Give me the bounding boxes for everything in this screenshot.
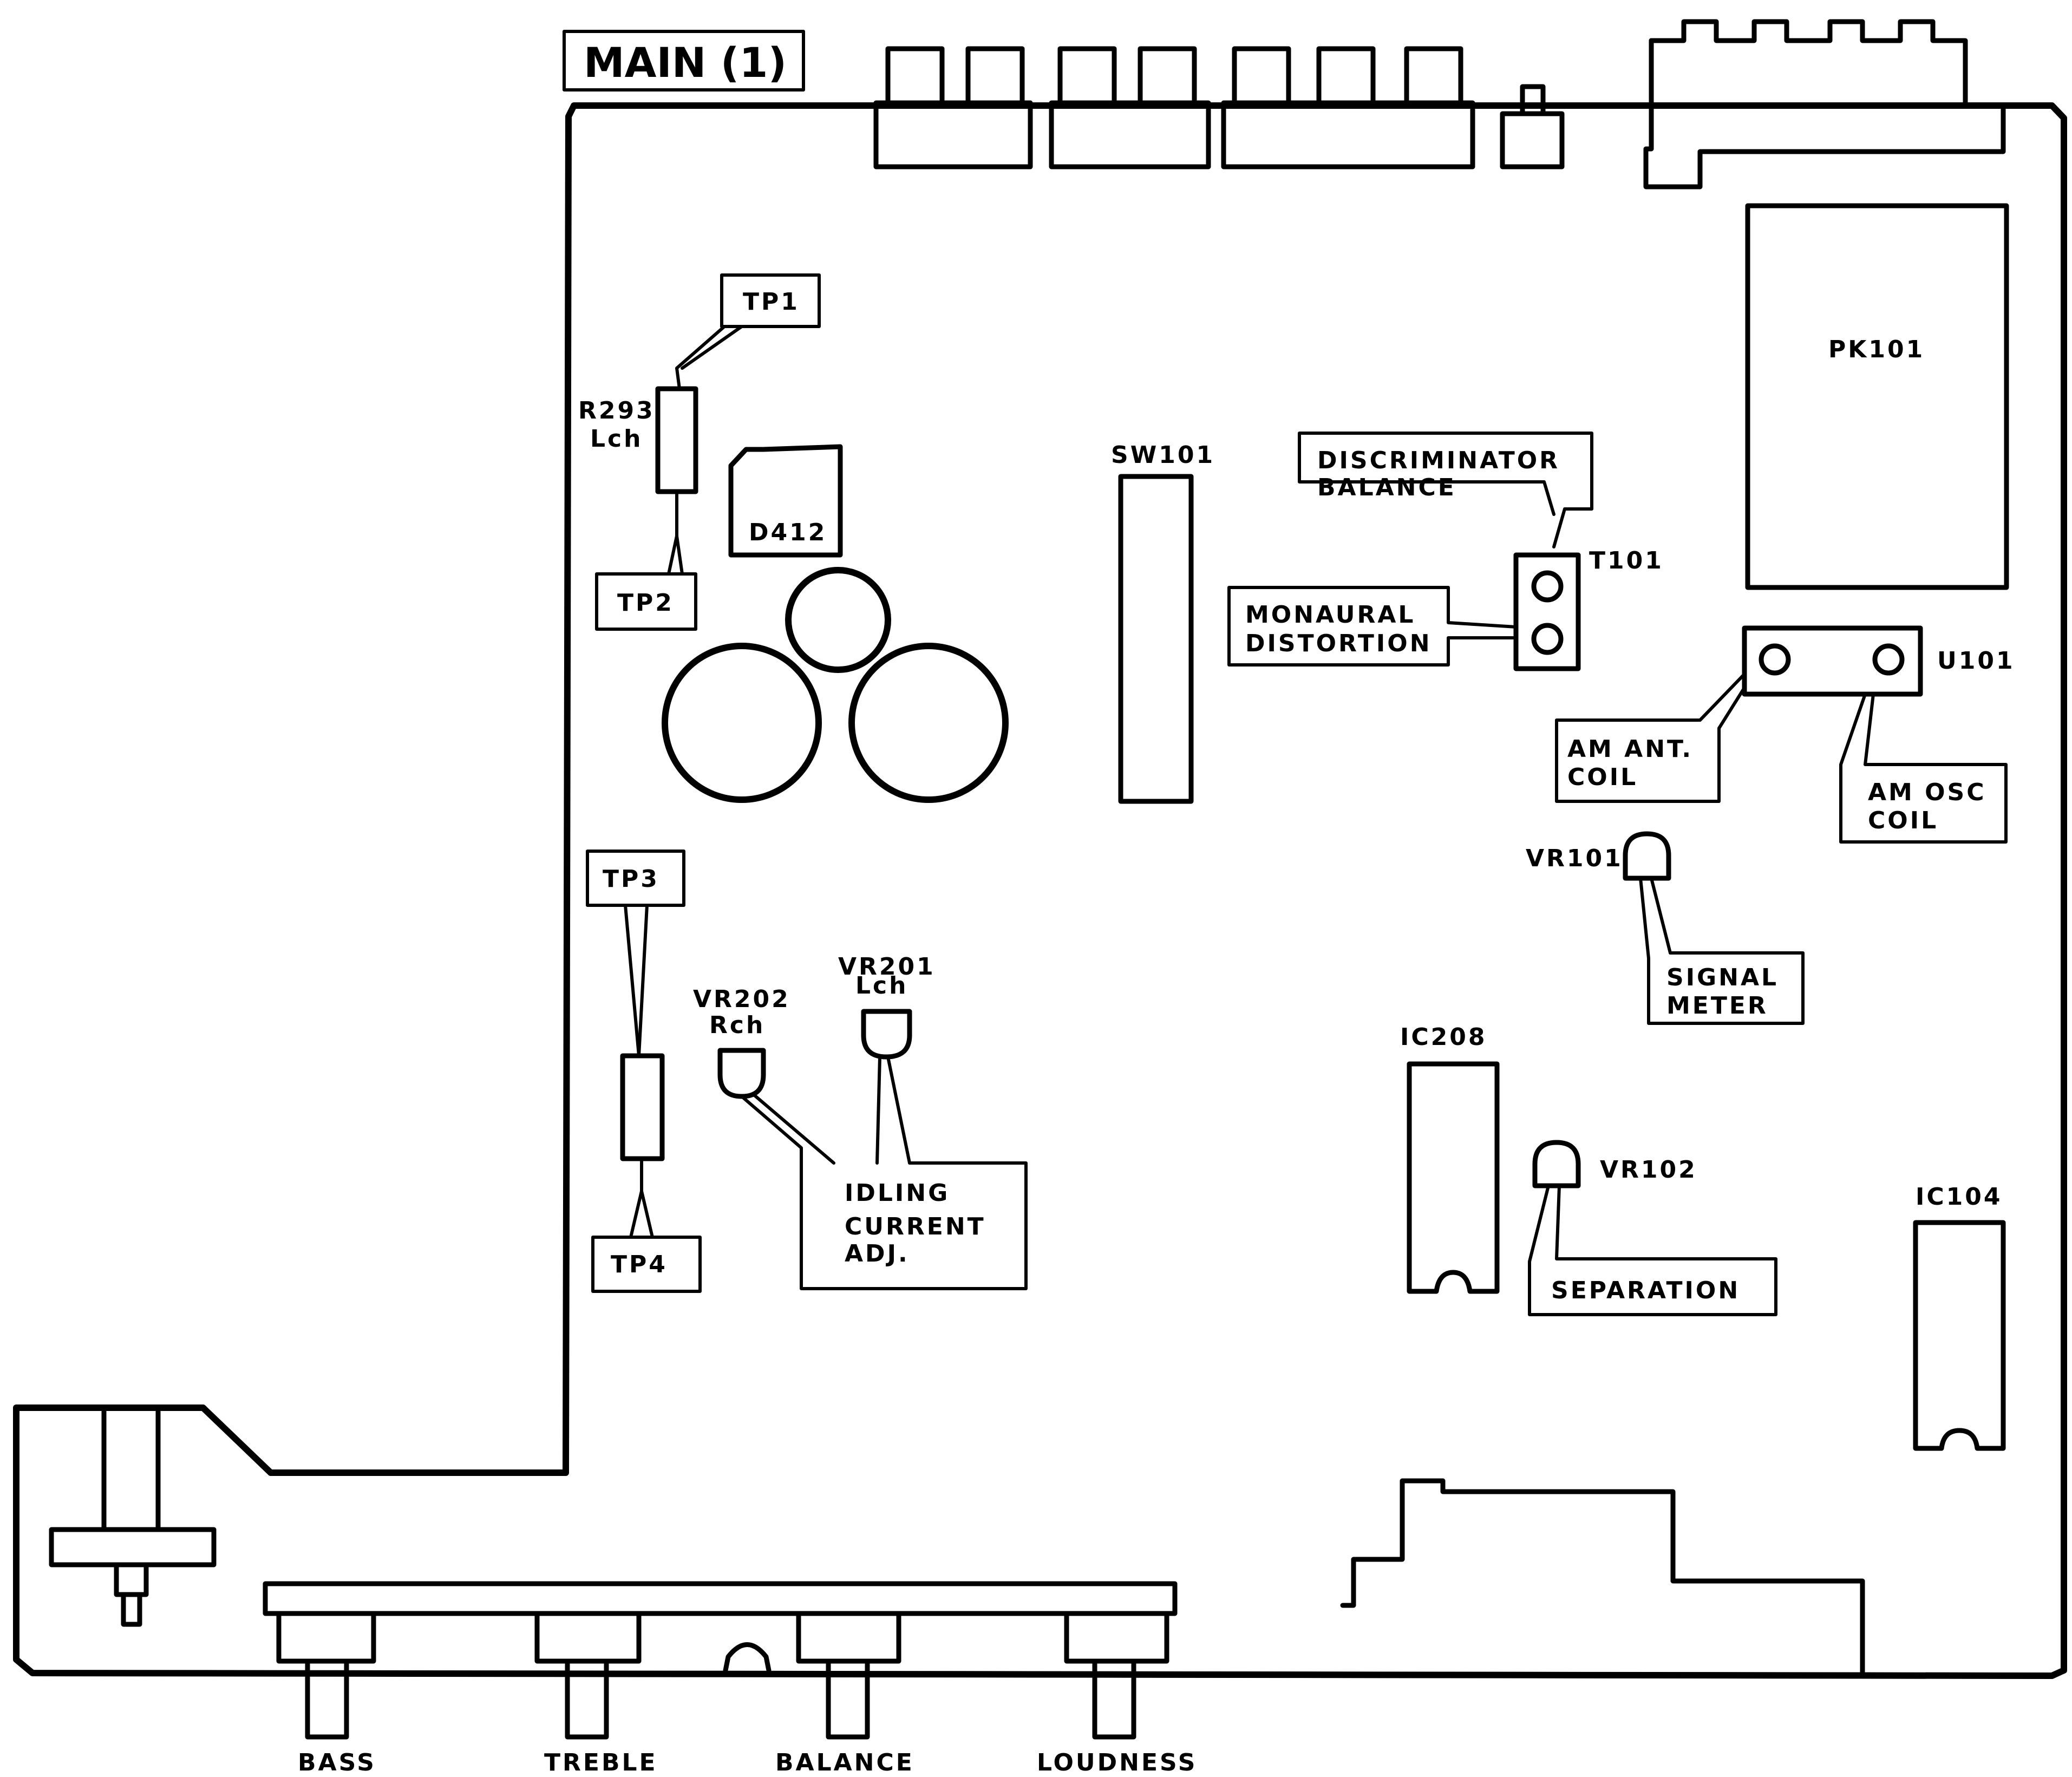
capacitor-right xyxy=(848,643,1009,803)
idling-current-callout: IDLING CURRENT ADJ. xyxy=(740,1055,1028,1290)
separation-label: SEPARATION xyxy=(1551,1277,1740,1304)
vr102-trimmer: VR102 xyxy=(1532,1140,1697,1188)
ic208-label: IC208 xyxy=(1400,1023,1487,1051)
treble-knob[interactable]: TREBLE xyxy=(534,1611,658,1776)
loudness-label: LOUDNESS xyxy=(1037,1749,1197,1776)
idling-current-line3: ADJ. xyxy=(845,1240,910,1268)
lower-left-mechanism xyxy=(49,1405,217,1627)
monaural-distortion-line1: MONAURAL xyxy=(1245,601,1415,629)
balance-knob[interactable]: BALANCE xyxy=(775,1611,914,1776)
title-box: MAIN (1) xyxy=(563,30,805,92)
sw101-label: SW101 xyxy=(1111,441,1215,469)
u101-label: U101 xyxy=(1937,647,2015,675)
sw101-switch: SW101 xyxy=(1111,441,1215,804)
separation-callout: SEPARATION xyxy=(1528,1184,1777,1316)
treble-label: TREBLE xyxy=(544,1749,658,1776)
vr102-label: VR102 xyxy=(1600,1156,1697,1184)
idling-current-line1: IDLING xyxy=(845,1179,950,1207)
bass-knob[interactable]: BASS xyxy=(276,1611,376,1776)
small-switch-top xyxy=(1500,84,1565,169)
pk101-block: PK101 xyxy=(1745,203,2009,590)
vr101-label: VR101 xyxy=(1526,845,1623,872)
r293-channel-label: Lch xyxy=(590,425,643,453)
ic208-chip: IC208 xyxy=(1400,1023,1500,1294)
d412-label: D412 xyxy=(749,519,827,546)
multi-pin-connector xyxy=(1643,19,2006,190)
tp3-callout: TP3 xyxy=(586,850,685,1057)
rca-connector-block-3 xyxy=(1221,46,1475,169)
tp1-label: TP1 xyxy=(743,288,800,316)
r293-resistor: R293 Lch xyxy=(578,386,698,576)
monaural-distortion-callout: MONAURAL DISTORTION xyxy=(1227,586,1518,667)
vr202-channel-label: Rch xyxy=(709,1011,765,1039)
tp2-callout: TP2 xyxy=(595,572,697,631)
r293-label: R293 xyxy=(578,397,655,424)
capacitor-small xyxy=(785,567,891,673)
vr201-trimmer: VR201 Lch xyxy=(838,953,936,1060)
u101-module: U101 xyxy=(1742,625,2015,697)
vr201-label: VR201 xyxy=(838,953,936,981)
t101-label: T101 xyxy=(1589,547,1664,574)
vr202-trimmer: VR202 Rch xyxy=(693,985,790,1099)
ic104-label: IC104 xyxy=(1916,1183,2003,1211)
vr101-trimmer: VR101 xyxy=(1526,831,1671,881)
front-panel-bar xyxy=(263,1581,1178,1616)
vr202-label: VR202 xyxy=(693,985,790,1013)
am-osc-coil-line1: AM OSC xyxy=(1868,779,1986,806)
lower-resistor xyxy=(620,1053,665,1239)
idling-current-line2: CURRENT xyxy=(845,1213,986,1240)
capacitor-left xyxy=(662,643,822,803)
d412-component: D412 xyxy=(728,444,843,558)
am-osc-coil-callout: AM OSC COIL xyxy=(1839,692,2008,844)
t101-transformer: T101 xyxy=(1513,547,1664,671)
front-panel-notch xyxy=(723,1642,772,1673)
board-notch xyxy=(1340,1478,1865,1676)
rca-connector-block-2 xyxy=(1049,46,1211,169)
am-osc-coil-line2: COIL xyxy=(1868,807,1938,834)
vr201-channel-label: Lch xyxy=(855,972,908,999)
am-ant-coil-line1: AM ANT. xyxy=(1567,735,1693,763)
signal-meter-callout: SIGNAL METER xyxy=(1639,877,1805,1025)
tp4-label: TP4 xyxy=(611,1251,668,1278)
balance-label: BALANCE xyxy=(775,1749,914,1776)
pk101-label: PK101 xyxy=(1828,336,1925,363)
tp1-callout: TP1 xyxy=(675,273,821,390)
discriminator-balance-callout: DISCRIMINATOR BALANCE xyxy=(1298,432,1593,548)
signal-meter-line1: SIGNAL xyxy=(1666,964,1779,991)
tp4-callout: TP4 xyxy=(591,1236,702,1293)
title-label: MAIN (1) xyxy=(584,38,787,87)
tp3-label: TP3 xyxy=(603,865,659,893)
am-ant-coil-line2: COIL xyxy=(1567,763,1638,791)
ic104-chip: IC104 xyxy=(1913,1183,2006,1451)
bass-label: BASS xyxy=(298,1749,376,1776)
am-ant-coil-callout: AM ANT. COIL xyxy=(1555,672,1746,803)
loudness-knob[interactable]: LOUDNESS xyxy=(1037,1611,1197,1776)
tp2-label: TP2 xyxy=(617,589,674,617)
discriminator-balance-line1: DISCRIMINATOR xyxy=(1317,447,1560,474)
monaural-distortion-line2: DISTORTION xyxy=(1245,630,1432,657)
board-outline xyxy=(13,102,2067,1679)
discriminator-balance-line2: BALANCE xyxy=(1317,474,1456,501)
rca-connector-block-1 xyxy=(873,46,1033,169)
signal-meter-line2: METER xyxy=(1666,992,1768,1020)
